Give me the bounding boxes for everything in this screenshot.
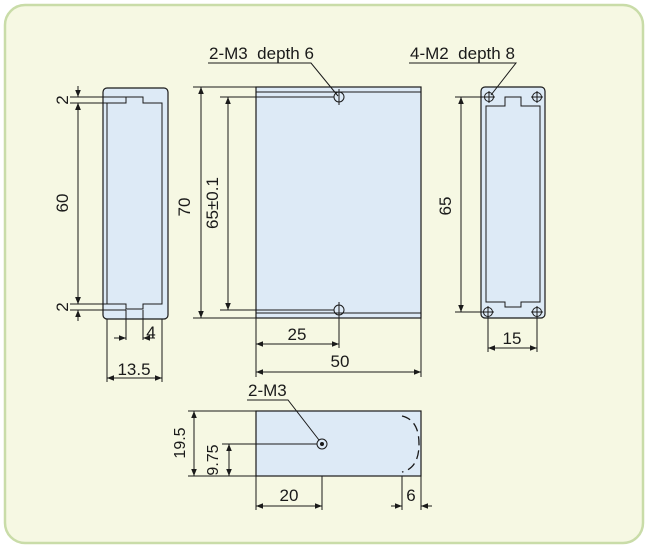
bottom-view: [188, 399, 432, 510]
side-dim-width: 13.5: [117, 360, 150, 379]
bottom-hole-leader: [247, 399, 320, 441]
side-dim-top: 2: [53, 95, 72, 104]
end-holes-leader: [409, 62, 518, 96]
end-dim-width: 15: [503, 329, 522, 348]
bottom-dim-offset: 20: [280, 486, 299, 505]
bottom-dim-half: 9.75: [205, 444, 222, 475]
end-view-inner-outline: [485, 96, 541, 308]
end-dim-height: 65: [436, 197, 455, 216]
end-hole-top-right: [531, 91, 543, 103]
end-holes-label: 4-M2 depth 8: [410, 44, 515, 63]
bottom-dim-height: 19.5: [172, 427, 189, 458]
end-view: [409, 62, 546, 352]
bottom-view-cutout: [401, 415, 420, 473]
front-holes-label: 2-M3 depth 6: [209, 44, 314, 63]
bottom-dim-edge: 6: [406, 486, 415, 505]
front-dim-pitch: 65±0.1: [203, 177, 222, 229]
end-hole-bottom-right: [531, 306, 543, 318]
front-dim-height: 70: [175, 198, 194, 217]
side-view-body: [102, 87, 169, 320]
front-dim-half: 25: [288, 325, 307, 344]
front-dim-width: 50: [331, 352, 350, 371]
end-hole-bottom-left: [482, 306, 494, 318]
end-view-body: [480, 86, 546, 319]
front-hole-leader: [208, 62, 339, 97]
front-view-body: [255, 86, 422, 319]
end-hole-top-left: [483, 91, 495, 103]
bottom-hole-label: 2-M3: [248, 381, 287, 400]
side-view: [70, 86, 169, 382]
side-dim-bottom: 2: [53, 302, 72, 311]
front-view: [193, 62, 422, 377]
side-dim-height: 60: [53, 194, 72, 213]
side-dim-slot: 4: [146, 323, 155, 342]
